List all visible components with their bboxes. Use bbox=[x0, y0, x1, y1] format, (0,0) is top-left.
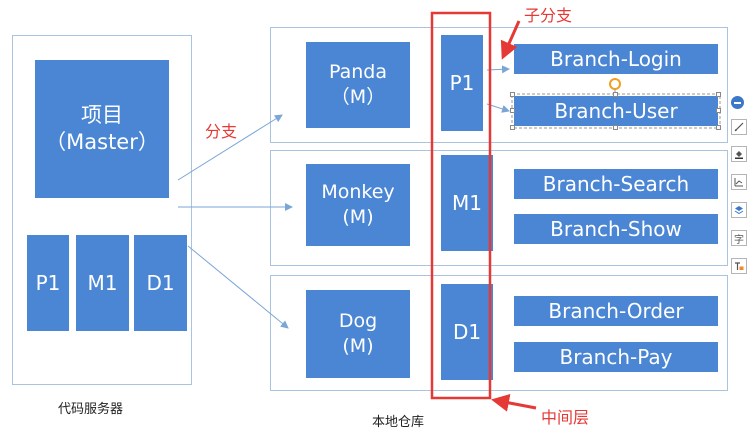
developer-name: Panda bbox=[329, 61, 387, 84]
chart-icon[interactable] bbox=[731, 174, 747, 190]
developer-role: (M) bbox=[342, 206, 374, 228]
branch-label: 分支 bbox=[205, 122, 238, 141]
developer-role: (M) bbox=[342, 335, 374, 357]
developer-box-dog: Dog (M) bbox=[306, 290, 410, 378]
developer-box-panda: Panda （M） bbox=[306, 42, 410, 128]
middle-layer-label: 中间层 bbox=[541, 408, 590, 427]
resize-handle[interactable] bbox=[510, 92, 515, 97]
local-repo-caption: 本地仓库 bbox=[372, 415, 425, 430]
middle-layer-arrow bbox=[491, 393, 537, 412]
resize-handle[interactable] bbox=[716, 92, 721, 97]
text-icon[interactable]: 字 bbox=[731, 230, 747, 246]
lock-icon[interactable] bbox=[731, 258, 747, 274]
branch-box-user[interactable]: Branch-User bbox=[514, 96, 718, 126]
middle-layer-box-d1: D1 bbox=[441, 284, 493, 380]
developer-box-monkey: Monkey (M) bbox=[306, 164, 410, 246]
resize-handle[interactable] bbox=[510, 108, 515, 113]
resize-handle[interactable] bbox=[613, 92, 618, 97]
developer-role: （M） bbox=[330, 86, 386, 108]
branch-box-search: Branch-Search bbox=[514, 169, 718, 199]
sub-branch-arrow bbox=[500, 20, 521, 60]
layers-icon[interactable] bbox=[731, 202, 747, 218]
middle-layer-highlight bbox=[430, 11, 492, 400]
selection-outline bbox=[511, 93, 721, 129]
connector-line bbox=[187, 245, 289, 329]
resize-handle[interactable] bbox=[510, 125, 515, 130]
developer-name: Dog bbox=[338, 310, 378, 333]
server-item-m1: M1 bbox=[76, 235, 129, 331]
branch-box-show: Branch-Show bbox=[514, 214, 718, 244]
master-subtitle: （Master） bbox=[45, 130, 159, 154]
master-title: 项目 bbox=[81, 102, 123, 127]
middle-layer-box-p1: P1 bbox=[441, 35, 483, 131]
connector-line bbox=[177, 114, 283, 181]
resize-handle[interactable] bbox=[613, 125, 618, 130]
middle-layer-box-m1: M1 bbox=[441, 155, 493, 251]
minus-icon[interactable] bbox=[731, 96, 744, 109]
branch-box-pay: Branch-Pay bbox=[514, 342, 718, 372]
branch-box-order: Branch-Order bbox=[514, 296, 718, 326]
master-project-box: 项目 （Master） bbox=[35, 60, 169, 198]
sub-branch-label: 子分支 bbox=[524, 6, 573, 25]
branch-box-login: Branch-Login bbox=[514, 44, 718, 74]
code-server-caption: 代码服务器 bbox=[58, 402, 124, 417]
rotate-handle-icon[interactable] bbox=[609, 78, 621, 90]
server-item-d1: D1 bbox=[134, 235, 187, 331]
resize-handle[interactable] bbox=[716, 108, 721, 113]
developer-name: Monkey bbox=[321, 181, 395, 204]
fill-icon[interactable] bbox=[731, 146, 747, 162]
resize-handle[interactable] bbox=[716, 125, 721, 130]
edit-icon[interactable] bbox=[731, 119, 747, 135]
server-item-p1: P1 bbox=[27, 235, 69, 331]
